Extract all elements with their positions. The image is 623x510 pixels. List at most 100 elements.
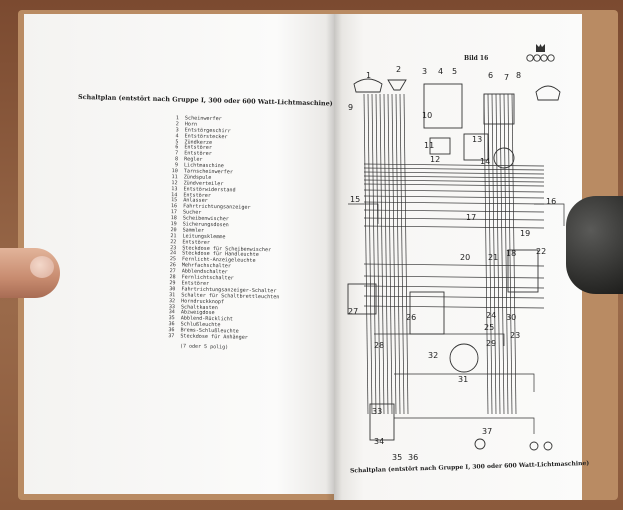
wire-run — [363, 295, 545, 299]
diagram-number: 20 — [460, 253, 470, 262]
wire-trunk — [495, 93, 501, 415]
book-clip — [566, 196, 623, 294]
diagram-number: 11 — [424, 141, 434, 150]
wire-trunk — [387, 93, 393, 415]
diagram-number: 35 — [392, 453, 402, 462]
wire-trunk — [379, 93, 385, 415]
diagram-number: 7 — [504, 73, 509, 82]
switch-block-part — [409, 291, 445, 335]
wire-trunk — [483, 93, 489, 415]
diagram-number: 26 — [406, 313, 416, 322]
wire-run — [363, 285, 545, 289]
diagram-number: 23 — [510, 331, 520, 340]
diagram-number: 13 — [472, 135, 482, 144]
diagram-number: 36 — [408, 453, 418, 462]
diagram-number: 28 — [374, 341, 384, 350]
wire-trunk — [371, 93, 377, 415]
wire-run — [363, 217, 545, 221]
diagram-number: 4 — [438, 67, 443, 76]
wire-trunk — [363, 93, 369, 415]
headlamp-right-part — [535, 85, 561, 101]
diagram-number: 10 — [422, 111, 432, 120]
wire-trunk — [487, 93, 493, 415]
diagram-number: 12 — [430, 155, 440, 164]
diagram-number: 6 — [488, 71, 493, 80]
diagram-number: 14 — [480, 157, 490, 166]
wire-trunk — [507, 93, 513, 415]
diagram-number: 34 — [374, 437, 384, 446]
wire-trunk — [375, 93, 381, 415]
junction-box-part — [369, 403, 395, 441]
wire-run — [363, 225, 545, 229]
diagram-parts — [347, 78, 561, 451]
diagram-number: 2 — [396, 65, 401, 74]
diagram-number: 1 — [366, 71, 371, 80]
wire-trunk — [367, 93, 373, 415]
left-page — [24, 14, 340, 494]
figure-label: Bild 16 — [464, 55, 489, 62]
wire-run — [363, 163, 545, 167]
wire-run — [363, 175, 545, 179]
wire-run — [363, 305, 545, 309]
wire-trunk — [383, 93, 389, 415]
diagram-number: 19 — [520, 229, 530, 238]
wire-run — [363, 167, 545, 171]
diagram-number: 22 — [536, 247, 546, 256]
dimmer-switch-part — [347, 283, 377, 315]
logo-emblem — [526, 44, 555, 62]
legend-continuation: (7 oder 5 polig) — [179, 343, 229, 351]
diagram-number: 37 — [482, 427, 492, 436]
wire-run — [363, 201, 545, 205]
right-page — [334, 14, 582, 500]
diagram-number: 17 — [466, 213, 476, 222]
wire-run — [363, 263, 545, 267]
wire-branch — [348, 203, 379, 224]
wire-branch — [394, 417, 535, 434]
wire-trunk — [511, 93, 517, 415]
wire-trunk — [491, 93, 497, 415]
wire-branch — [374, 333, 505, 346]
wire-trunk — [399, 93, 405, 415]
diagram-number: 8 — [516, 71, 521, 80]
regulator-part — [483, 93, 515, 125]
tail-lamp-part — [529, 441, 539, 451]
headlamp-left-part — [353, 78, 383, 93]
diagram-number: 31 — [458, 375, 468, 384]
distributor-block-part — [423, 83, 463, 129]
diagram-number: 9 — [348, 103, 353, 112]
wire-run — [363, 275, 545, 279]
wire-run — [363, 195, 545, 199]
generator-part — [493, 147, 515, 169]
wire-run — [363, 189, 545, 193]
diagram-number: 16 — [546, 197, 556, 206]
diagram-number: 15 — [350, 195, 360, 204]
diagram-number: 18 — [506, 249, 516, 258]
wire-trunk — [391, 93, 397, 415]
wire-run — [363, 209, 545, 213]
book-spine — [326, 14, 342, 500]
diagram-number: 27 — [348, 307, 358, 316]
diagram-number: 29 — [486, 339, 496, 348]
trailer-socket-part — [474, 438, 486, 450]
coil-part — [429, 137, 451, 155]
diagram-number: 30 — [506, 313, 516, 322]
wire-run — [363, 171, 545, 175]
diagram-number: 33 — [372, 407, 382, 416]
steering-wheel-part — [449, 343, 479, 373]
relay-part — [463, 133, 489, 161]
wire-branch — [534, 203, 565, 226]
thumbnail — [30, 256, 54, 278]
wire-run — [363, 183, 545, 187]
brake-lamp-part — [543, 441, 553, 451]
diagram-number: 3 — [422, 67, 427, 76]
fuse-box-part — [507, 249, 539, 293]
diagram-number: 24 — [486, 311, 496, 320]
diagram-number: 5 — [452, 67, 457, 76]
wire-trunk — [503, 93, 509, 415]
horn-part — [387, 79, 407, 91]
wire-branch — [394, 373, 535, 392]
diagram-number: 32 — [428, 351, 438, 360]
